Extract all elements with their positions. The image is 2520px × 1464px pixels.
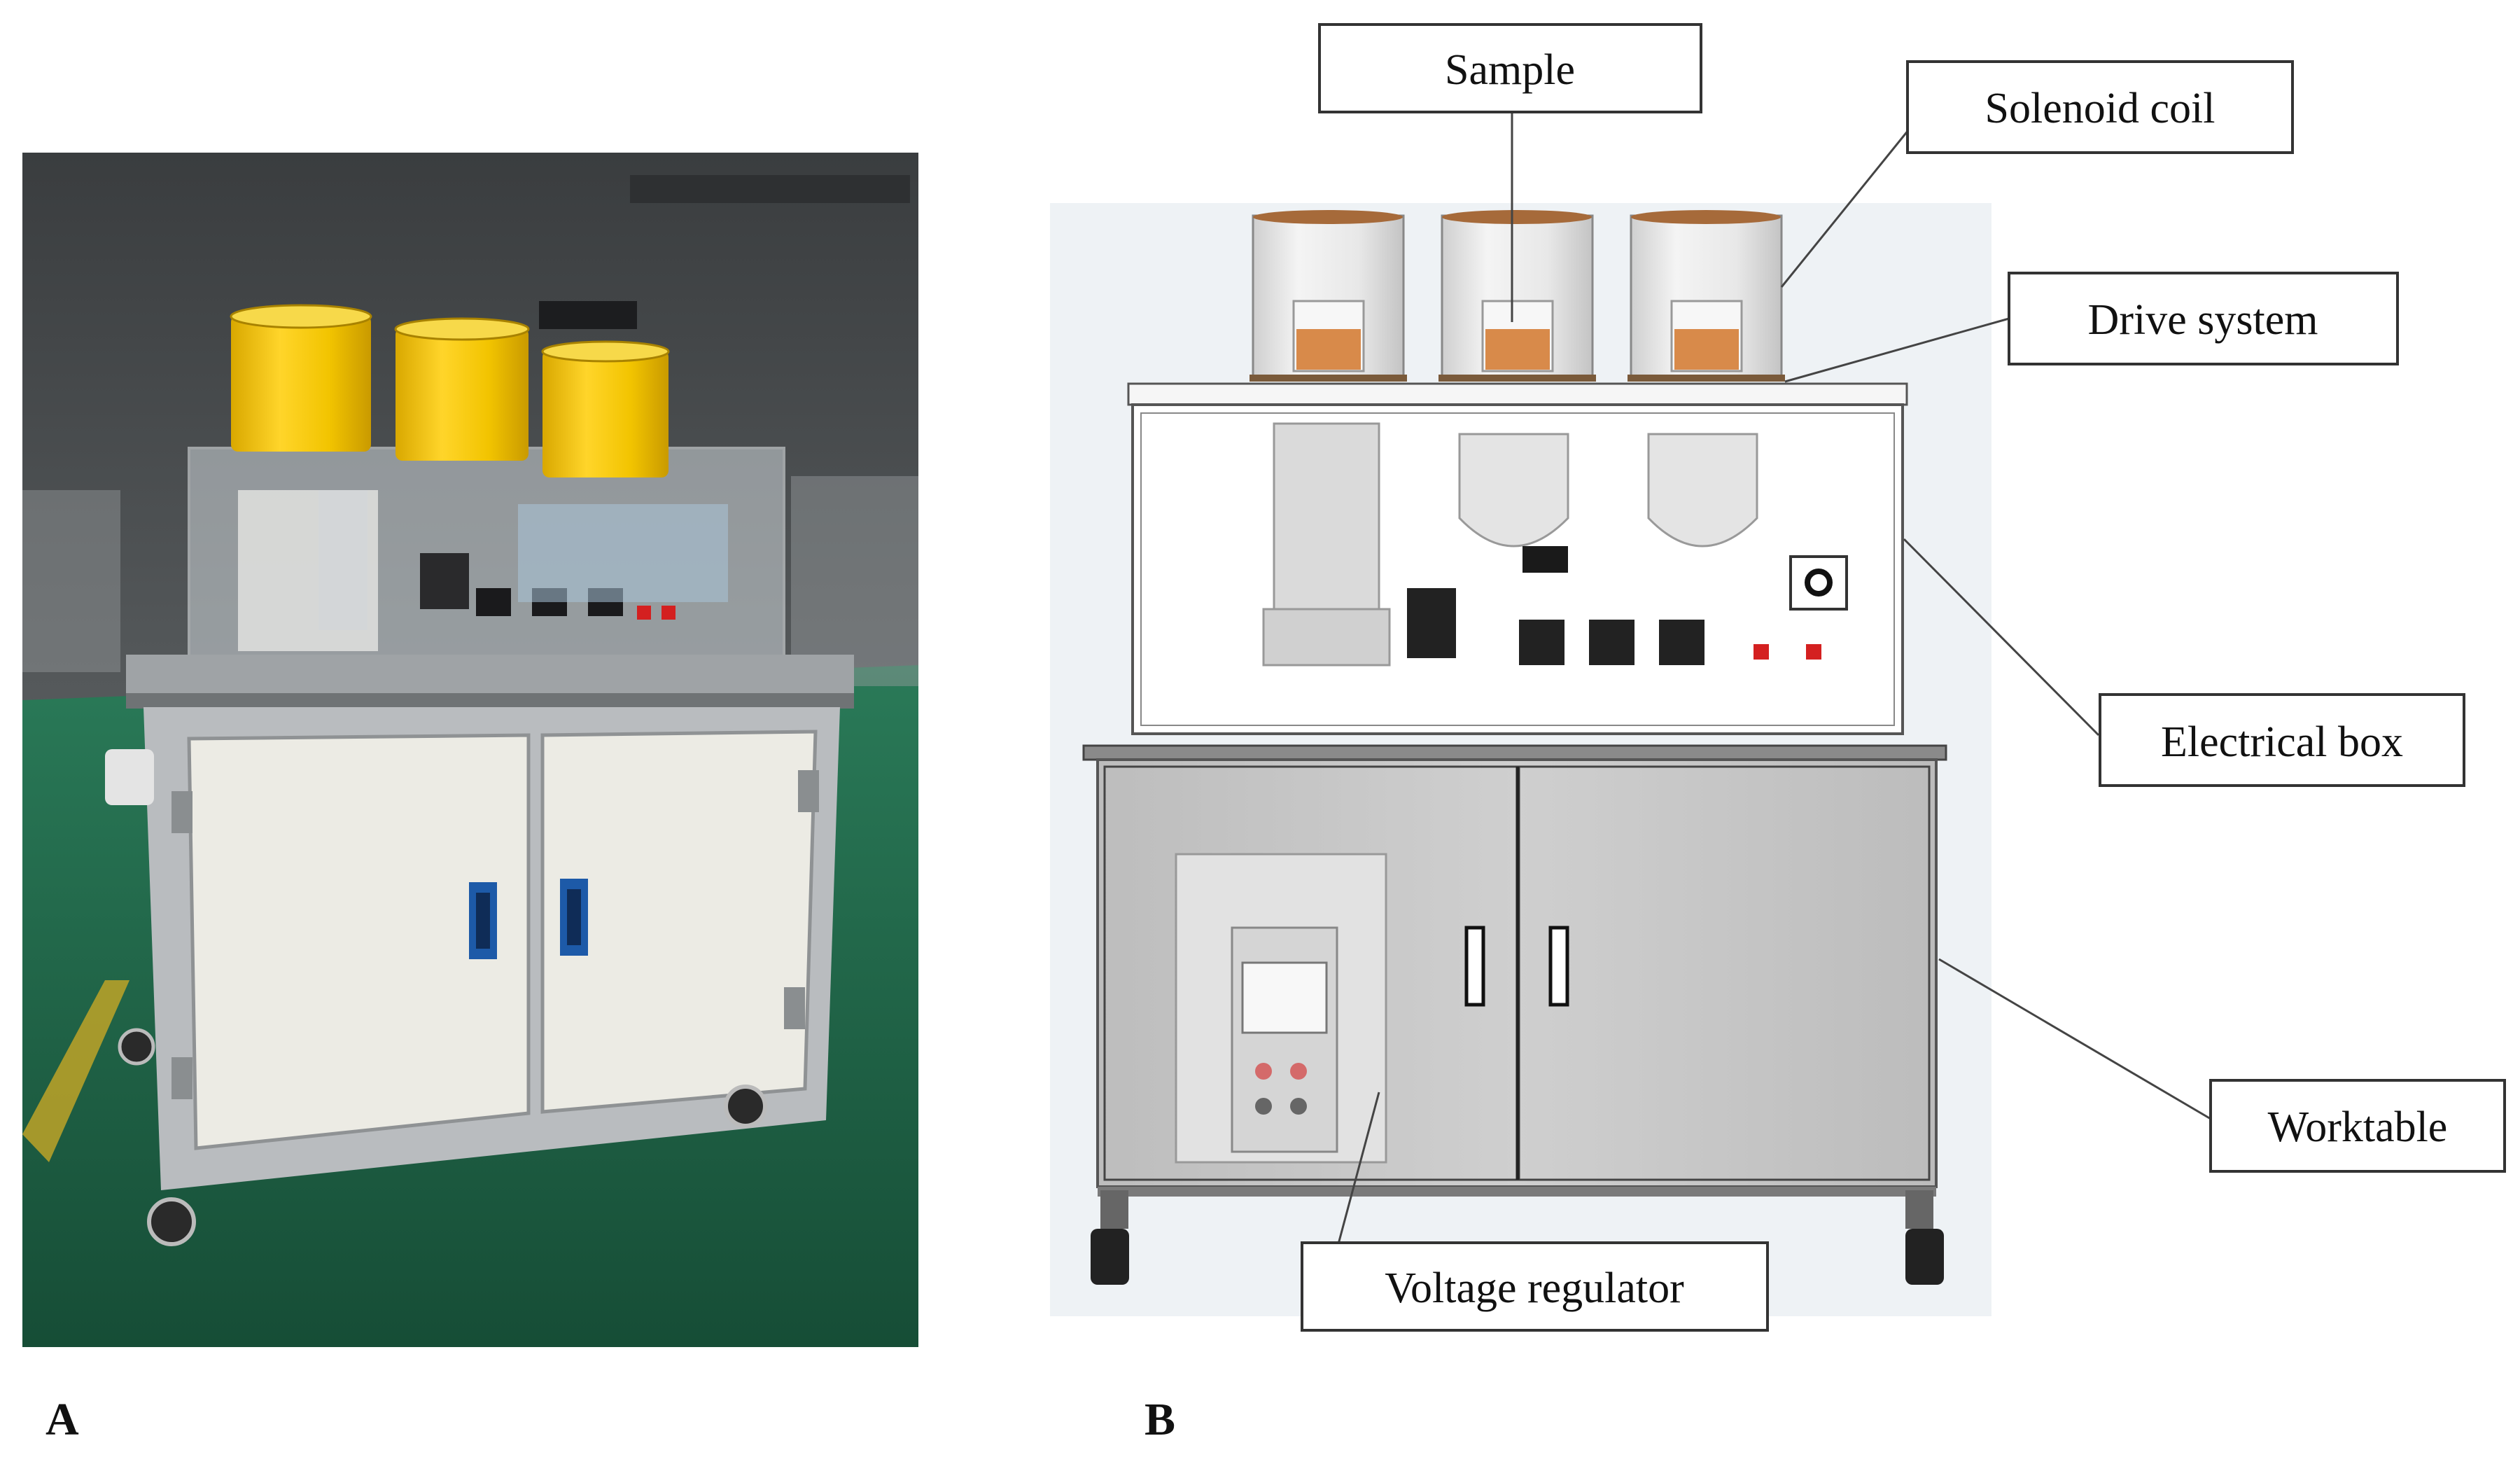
svg-text:Drive system: Drive system xyxy=(2088,296,2318,344)
panel-label-a: A xyxy=(46,1394,79,1445)
callout-electrical-box: Electrical box xyxy=(2099,693,2465,787)
drawing-panel-b xyxy=(1050,203,1991,1316)
svg-text:Sample: Sample xyxy=(1445,46,1575,94)
panel-label-b: B xyxy=(1144,1394,1176,1445)
callout-lines xyxy=(1325,112,2211,1289)
callout-solenoid-coil: Solenoid coil xyxy=(1906,60,2294,154)
callout-sample: Sample xyxy=(1318,23,1702,113)
drawing-coils xyxy=(1250,210,1785,382)
photo-panel-a xyxy=(22,153,918,1347)
callout-drive-system: Drive system xyxy=(2008,272,2399,365)
svg-text:Worktable: Worktable xyxy=(2268,1103,2448,1151)
drawing-worktable xyxy=(1096,758,1938,1197)
svg-text:Solenoid coil: Solenoid coil xyxy=(1985,85,2216,132)
callout-voltage-regulator: Voltage regulator xyxy=(1301,1241,1769,1332)
svg-text:Electrical box: Electrical box xyxy=(2161,718,2403,766)
callout-worktable: Worktable xyxy=(2209,1079,2506,1173)
photo-coils xyxy=(230,304,670,477)
svg-text:Voltage regulator: Voltage regulator xyxy=(1385,1264,1684,1312)
drawing-electrical-box xyxy=(1131,403,1904,735)
